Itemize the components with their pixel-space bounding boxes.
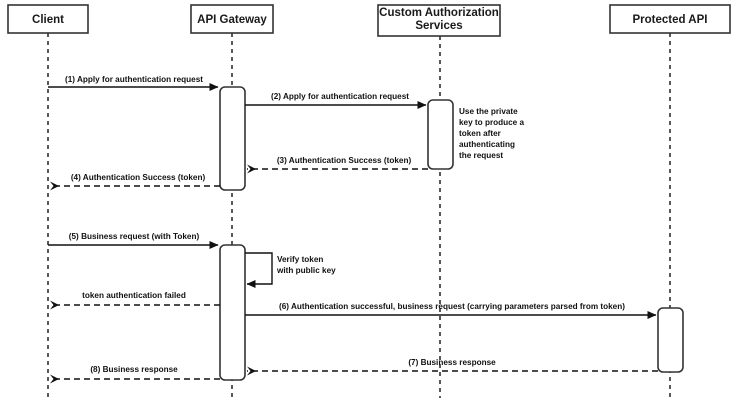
note-private-key-line-4: authenticating xyxy=(459,140,515,149)
message-label-8: (8) Business response xyxy=(90,365,178,374)
message-token-authentication-failed[interactable]: token authentication failed xyxy=(50,291,220,310)
message-1[interactable]: (1) Apply for authentication request xyxy=(48,75,219,91)
participant-custom-auth[interactable]: Custom Authorization Services xyxy=(377,4,501,37)
message-label-token-failed: token authentication failed xyxy=(82,291,186,300)
self-message-label-line2: with public key xyxy=(276,266,336,275)
self-message-verify-token[interactable]: Verify token with public key xyxy=(245,252,336,288)
note-private-key-line-5: the request xyxy=(459,151,503,160)
activation-bar-api-gateway-2[interactable] xyxy=(219,244,246,381)
participant-api-gateway[interactable]: API Gateway xyxy=(190,4,274,34)
participant-label-api-gateway: API Gateway xyxy=(197,14,267,26)
participant-box-client[interactable] xyxy=(7,4,89,34)
note-private-key-line-3: token after xyxy=(459,129,502,138)
message-label-2: (2) Apply for authentication request xyxy=(271,92,409,101)
message-3[interactable]: (3) Authentication Success (token) xyxy=(247,156,428,174)
activation-bars-group xyxy=(219,86,684,381)
activation-bar-custom-auth-1[interactable] xyxy=(427,99,454,170)
message-4[interactable]: (4) Authentication Success (token) xyxy=(50,173,220,191)
message-label-5: (5) Business request (with Token) xyxy=(69,232,200,241)
note-private-key: Use the private key to produce a token a… xyxy=(459,107,525,160)
note-private-key-line-1: Use the private xyxy=(459,107,518,116)
participant-box-protected-api[interactable] xyxy=(609,4,731,34)
message-6[interactable]: (6) Authentication successful, business … xyxy=(245,302,657,319)
message-label-4: (4) Authentication Success (token) xyxy=(71,173,206,182)
participant-label-custom-auth-line2: Services xyxy=(415,20,462,32)
message-label-6: (6) Authentication successful, business … xyxy=(279,302,625,311)
activation-bar-api-gateway-1[interactable] xyxy=(219,86,246,191)
message-label-7: (7) Business response xyxy=(408,358,496,367)
activation-bar-protected-api-1[interactable] xyxy=(657,307,684,373)
self-message-arrow xyxy=(245,252,273,288)
message-2[interactable]: (2) Apply for authentication request xyxy=(245,92,427,109)
participant-label-protected-api: Protected API xyxy=(633,14,708,26)
message-8[interactable]: (8) Business response xyxy=(50,365,220,384)
participant-client[interactable]: Client xyxy=(7,4,89,34)
note-private-key-line-2: key to produce a xyxy=(459,118,525,127)
message-5[interactable]: (5) Business request (with Token) xyxy=(48,232,219,249)
participant-box-custom-auth[interactable] xyxy=(377,4,501,37)
participant-label-client: Client xyxy=(32,14,64,26)
self-message-label-line1: Verify token xyxy=(277,255,323,264)
lifelines-group xyxy=(47,33,671,398)
participant-protected-api[interactable]: Protected API xyxy=(609,4,731,34)
participant-label-custom-auth-line1: Custom Authorization xyxy=(379,7,499,19)
message-label-3: (3) Authentication Success (token) xyxy=(277,156,412,165)
message-label-1: (1) Apply for authentication request xyxy=(65,75,203,84)
participant-box-api-gateway[interactable] xyxy=(190,4,274,34)
message-7[interactable]: (7) Business response xyxy=(247,358,658,376)
